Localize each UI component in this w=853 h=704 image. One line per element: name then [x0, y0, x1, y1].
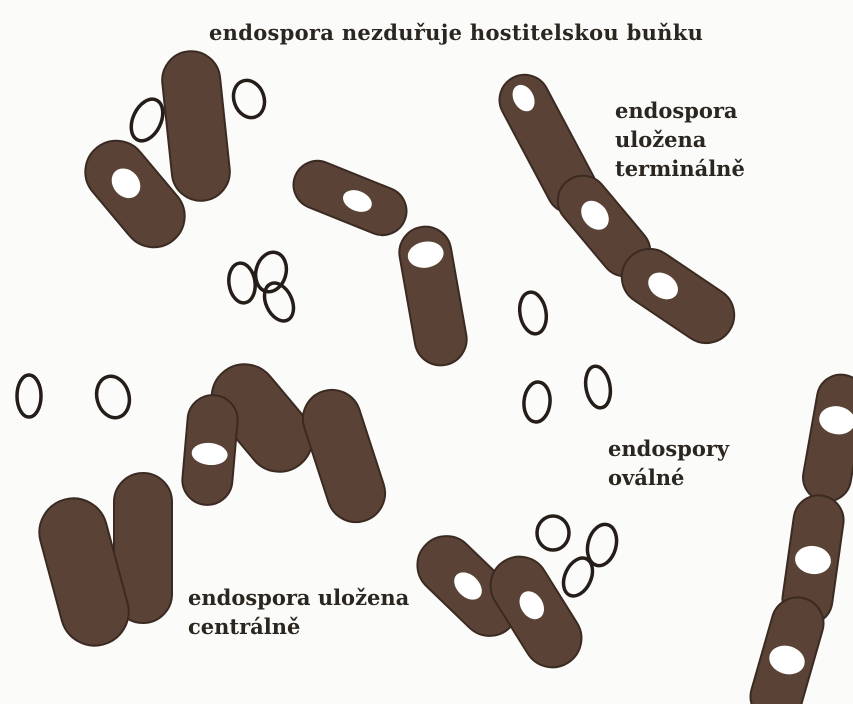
- free-spore: [92, 373, 134, 422]
- free-spore: [17, 375, 41, 417]
- bacterial-cell: [395, 223, 471, 370]
- free-spore: [583, 364, 614, 410]
- free-spore: [228, 76, 269, 122]
- free-spore: [226, 261, 257, 304]
- bacterial-cell: [159, 48, 232, 203]
- bacterial-cell: [286, 154, 413, 243]
- bacterial-cell: [611, 238, 745, 354]
- free-spore: [522, 381, 551, 423]
- bacterial-cell: [180, 393, 239, 507]
- free-spore: [125, 94, 169, 146]
- bacterial-cell: [799, 371, 853, 505]
- free-spore: [259, 278, 299, 325]
- label-oval-endospores: endospory oválné: [608, 434, 729, 492]
- label-terminal-endospore: endospora uložena terminálně: [615, 96, 745, 183]
- label-non-swelling-endospore: endospora nezduřuje hostitelskou buňku: [209, 20, 703, 45]
- free-spore: [517, 290, 550, 336]
- free-spore: [537, 516, 569, 550]
- label-central-endospore: endospora uložena centrálně: [188, 583, 409, 641]
- bacterial-cell: [295, 382, 392, 529]
- bacterial-cell: [744, 591, 829, 704]
